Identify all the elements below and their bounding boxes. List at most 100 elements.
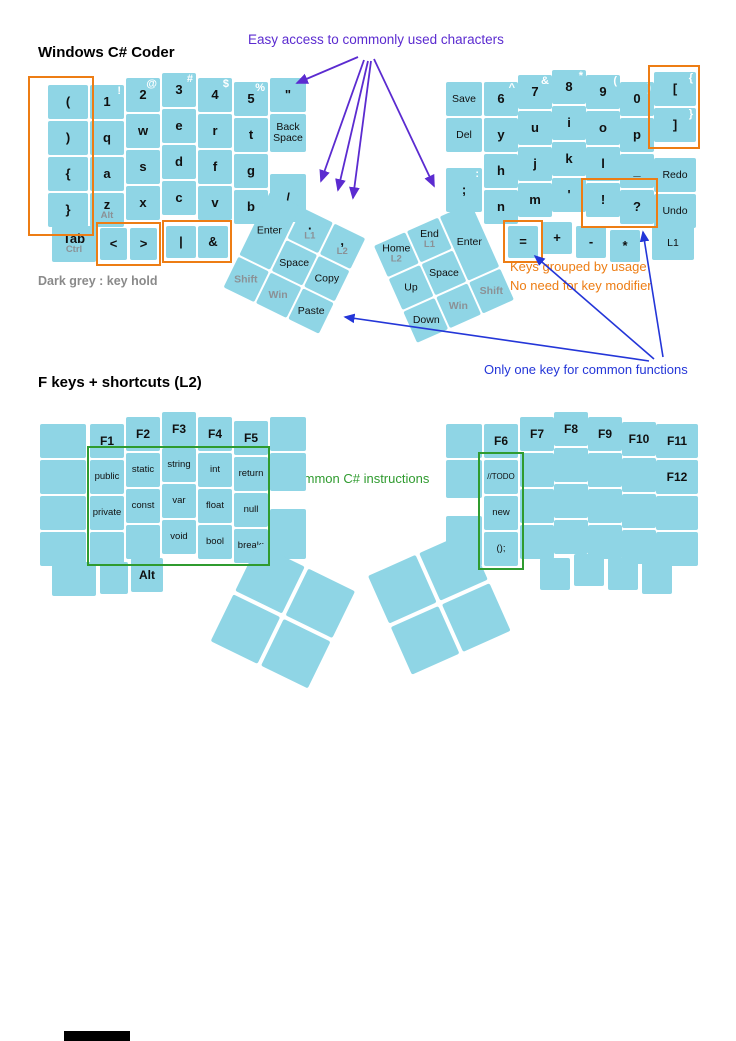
purple-arrow	[335, 60, 369, 192]
key-equals: =	[508, 226, 538, 258]
key-label: ]	[672, 117, 678, 133]
key-less-than: <	[100, 228, 127, 260]
blank-key	[642, 562, 672, 594]
key-apostrophe: '	[552, 178, 586, 212]
key-label: 7	[531, 84, 539, 100]
key-label: 1	[103, 94, 111, 110]
key-label: F6	[493, 433, 508, 448]
key-label: Space	[429, 266, 459, 279]
blank-key	[554, 520, 588, 554]
key-0: 0)	[620, 82, 654, 116]
key-shift-label: #	[186, 73, 193, 85]
purple-arrow-group	[295, 56, 435, 200]
key-label: bool	[206, 536, 224, 548]
key-label: Enter	[257, 224, 283, 237]
key-f7: F7	[520, 417, 554, 451]
key-label: Redo	[662, 168, 688, 181]
blank-key	[270, 417, 306, 451]
key-label: g	[247, 163, 255, 179]
key-shift-label: &	[541, 75, 549, 87]
key-label: (	[65, 94, 71, 110]
key-hold-label: L1	[304, 230, 316, 242]
blank-key	[608, 558, 638, 590]
key-3: 3#	[162, 73, 196, 107]
key-label: t	[248, 127, 254, 143]
key-h: h	[484, 154, 518, 188]
key-2: 2@	[126, 78, 160, 112]
key-label: /	[286, 190, 290, 206]
key-label: z	[103, 197, 111, 213]
key-semicolon: ;:	[446, 168, 482, 212]
key-j: j	[518, 147, 552, 181]
blank-key	[588, 453, 622, 487]
key-void: void	[162, 520, 196, 554]
key-const: const	[126, 489, 160, 523]
blue-arrow	[343, 313, 650, 362]
key-label: o	[599, 120, 607, 136]
key-v: v	[198, 186, 232, 220]
key-label: 8	[565, 79, 573, 95]
key-f2: F2	[126, 417, 160, 451]
blank-key	[520, 453, 554, 487]
key-label: _	[633, 163, 641, 179]
key-label: c	[175, 190, 183, 206]
blank-key	[270, 509, 306, 559]
key-label: new	[492, 507, 510, 519]
key-close-brace: }	[48, 193, 88, 227]
key-s: s	[126, 150, 160, 184]
key-label: Shift	[234, 273, 258, 286]
blank-key	[90, 532, 124, 566]
key-label: 0	[633, 91, 641, 107]
key-shift-label: $	[222, 78, 229, 90]
key-label: F1	[99, 433, 114, 448]
key-label: 5	[247, 91, 255, 107]
key-new: new	[484, 496, 518, 530]
key-label: F3	[171, 421, 186, 436]
key-label: f	[212, 159, 218, 175]
key-label: F7	[529, 426, 544, 441]
key-label: i	[567, 115, 571, 131]
key-f11: F11	[656, 424, 698, 458]
blank-key	[588, 489, 622, 523]
key-f12: F12	[656, 460, 698, 494]
annotation-common-csharp: Common C# instructions	[287, 471, 430, 486]
key-label: !	[600, 192, 606, 208]
key-double-quote: "	[270, 78, 306, 112]
key-label: Save	[452, 92, 476, 105]
key-label: p	[633, 127, 641, 143]
key-close-paren: )	[48, 121, 88, 155]
blank-key	[520, 525, 554, 559]
key-t: t	[234, 118, 268, 152]
key-o: o	[586, 111, 620, 145]
key-label: public	[94, 471, 120, 483]
blank-key	[656, 496, 698, 530]
key-label: int	[209, 464, 221, 476]
key-asterisk: *	[610, 230, 640, 262]
purple-arrow	[373, 58, 435, 188]
key-label: -	[588, 234, 594, 250]
key-label: Up	[404, 281, 418, 294]
key-label: null	[243, 504, 259, 516]
key-p: p	[620, 118, 654, 152]
key-label: ;	[461, 182, 467, 198]
blank-key	[520, 489, 554, 523]
key-label: |	[179, 234, 183, 250]
key-label: '	[567, 187, 571, 203]
key-null: null	[234, 493, 268, 527]
key-label: Win	[269, 288, 289, 301]
key-open-brace: {	[48, 157, 88, 191]
key-underscore: _	[620, 154, 654, 188]
key-label: Del	[456, 128, 472, 141]
key-hold-label: L2	[336, 246, 349, 258]
key-f6: F6	[484, 424, 518, 458]
key-label: L1	[667, 236, 679, 249]
key-label: e	[175, 118, 183, 134]
key-return: return	[234, 457, 268, 491]
key-shift-label: (	[613, 75, 617, 87]
key-shift-label: !	[117, 85, 121, 97]
key-label: *	[622, 238, 628, 254]
key-u: u	[518, 111, 552, 145]
key-shift-label: }	[688, 108, 693, 120]
